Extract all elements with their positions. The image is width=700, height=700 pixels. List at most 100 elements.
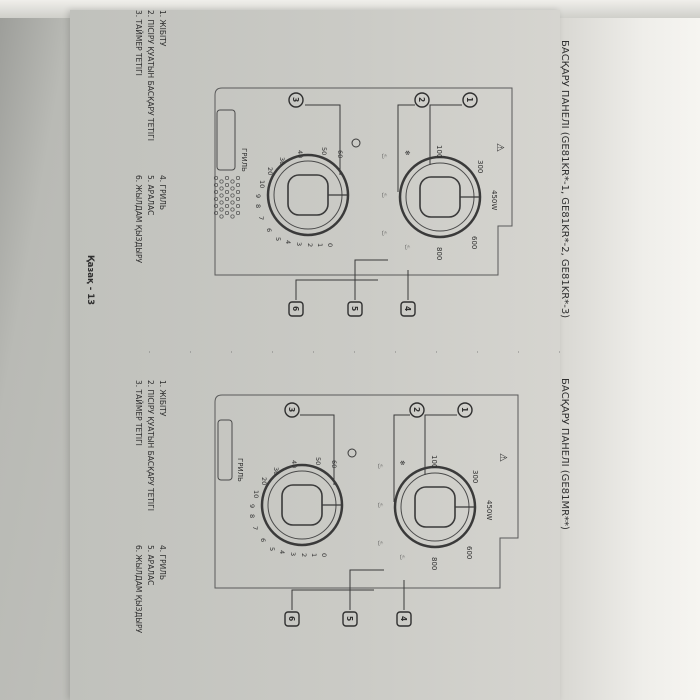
- power-label-300-right: 300: [471, 470, 479, 483]
- svg-text:5: 5: [345, 616, 354, 621]
- power-label-600-right: 600: [465, 546, 473, 559]
- timer-label-1: 1: [316, 243, 324, 247]
- timer-label-0: 0: [326, 243, 334, 247]
- power-knob-right[interactable]: [393, 465, 477, 549]
- timer-label-6: 6: [265, 228, 273, 232]
- vent-hole: [224, 210, 230, 216]
- grill-mode-icon: ♨: [380, 153, 388, 159]
- svg-text:1: 1: [465, 97, 474, 102]
- callout-2: 2: [414, 92, 430, 108]
- svg-text:2: 2: [412, 407, 421, 412]
- timer-label-30-right: 30: [272, 467, 280, 475]
- vent-hole: [219, 193, 224, 198]
- vent-hole: [213, 203, 219, 209]
- callout-6: 6: [288, 301, 304, 317]
- callout-line-5: [354, 259, 388, 300]
- svg-text:5: 5: [350, 306, 359, 311]
- vent-hole: [230, 214, 235, 219]
- vent-hole: [235, 175, 241, 181]
- clock-icon-right: [347, 448, 357, 458]
- defrost-icon: ❄: [403, 150, 411, 156]
- callout-5: 5: [347, 301, 363, 317]
- callout-line-1-right: [424, 414, 457, 475]
- vent-hole: [224, 196, 230, 202]
- svg-text:2: 2: [417, 97, 426, 102]
- vent-hole: [219, 186, 224, 191]
- timer-label-6-right: 6: [259, 538, 267, 542]
- vent-hole: [235, 182, 241, 188]
- callout-line-3: [305, 104, 341, 175]
- callout-4-right: 4: [396, 611, 412, 627]
- vent-hole: [224, 189, 230, 195]
- timer-label-20: 20: [266, 167, 274, 175]
- timer-label-2: 2: [306, 243, 314, 247]
- legend-item-6: 6. ЖЫЛДАМ ҚЫЗДЫРУ: [134, 175, 143, 263]
- vent-hole: [219, 214, 224, 219]
- timer-label-30: 30: [278, 157, 286, 165]
- timer-label-50: 50: [320, 147, 328, 155]
- vent-hole: [230, 207, 235, 212]
- svg-text:6: 6: [287, 616, 296, 621]
- svg-text:1: 1: [460, 407, 469, 412]
- combi-mode-icon: ♨: [380, 192, 388, 198]
- grill-mode-icon-right: ♨: [376, 463, 384, 469]
- panel-right-outline: [214, 394, 519, 589]
- callout-line-6-right: [291, 589, 374, 610]
- callout-line-2: [397, 104, 415, 192]
- vent-hole: [235, 196, 241, 202]
- vent-hole: [213, 210, 219, 216]
- vent-hole: [224, 182, 230, 188]
- timer-label-2-right: 2: [300, 553, 308, 557]
- svg-text:3: 3: [287, 407, 296, 412]
- power-knob[interactable]: [398, 155, 482, 239]
- panel-left: БАСҚАРУ ПАНЕЛІ (GE81KR*-1, GE81KR*-2, GE…: [134, 10, 570, 318]
- legend-item-3-right: 3. ТАЙМЕР ТЕТІГІ: [134, 380, 143, 446]
- page-footer: Қазақ - 13: [85, 255, 95, 305]
- page-stack-edge: [560, 0, 700, 700]
- callout-line-6: [295, 279, 378, 300]
- power-label-450-right: 450W: [485, 500, 493, 520]
- vent-hole: [235, 189, 241, 195]
- callout-line-1: [429, 104, 462, 165]
- timer-label-4-right: 4: [278, 550, 286, 554]
- timer-label-40-right: 40: [290, 460, 298, 468]
- timer-label-10: 10: [258, 180, 266, 188]
- grill-icon-right: ♨: [398, 554, 406, 560]
- timer-label-9: 9: [254, 194, 262, 198]
- timer-label-4: 4: [284, 240, 292, 244]
- quick-defrost-icon: ♨: [380, 230, 388, 236]
- timer-knob[interactable]: [266, 153, 350, 237]
- panel-left-title: БАСҚАРУ ПАНЕЛІ (GE81KR*-1, GE81KR*-2, GE…: [559, 40, 570, 318]
- vent-hole: [213, 182, 219, 188]
- vent-hole: [219, 207, 224, 212]
- timer-knob-right[interactable]: [260, 463, 344, 547]
- timer-label-3-right: 3: [289, 552, 297, 556]
- timer-label-5-right: 5: [268, 547, 276, 551]
- grill-icon-a: ♨: [403, 244, 411, 250]
- timer-label-5: 5: [274, 237, 282, 241]
- callout-6-right: 6: [284, 611, 300, 627]
- vent-hole: [235, 203, 241, 209]
- panel-left-outline: [214, 87, 513, 276]
- svg-text:6: 6: [291, 306, 300, 311]
- warning-icon: ⚠: [494, 143, 505, 152]
- display-window-right: [217, 419, 233, 481]
- vent-hole: [213, 189, 219, 195]
- vent-hole: [224, 203, 230, 209]
- defrost-icon-right: ❄: [398, 460, 406, 466]
- svg-text:4: 4: [403, 306, 412, 311]
- power-label-100-right: 100: [430, 455, 438, 468]
- vent-hole: [213, 196, 219, 202]
- timer-label-20-right: 20: [260, 477, 268, 485]
- power-label-800: 800: [435, 247, 443, 260]
- legend-item-1: 1. ЖІБІТУ: [158, 10, 167, 47]
- svg-text:4: 4: [399, 616, 408, 621]
- vent-hole: [235, 210, 241, 216]
- oven-label: ГРИЛЬ: [240, 148, 248, 172]
- legend-item-2-right: 2. ПІСІРУ ҚУАТЫН БАСҚАРУ ТЕТІГІ: [146, 380, 155, 511]
- timer-label-7: 7: [257, 216, 265, 220]
- warning-icon-right: ⚠: [497, 453, 508, 462]
- vent-hole: [219, 200, 224, 205]
- callout-5-right: 5: [342, 611, 358, 627]
